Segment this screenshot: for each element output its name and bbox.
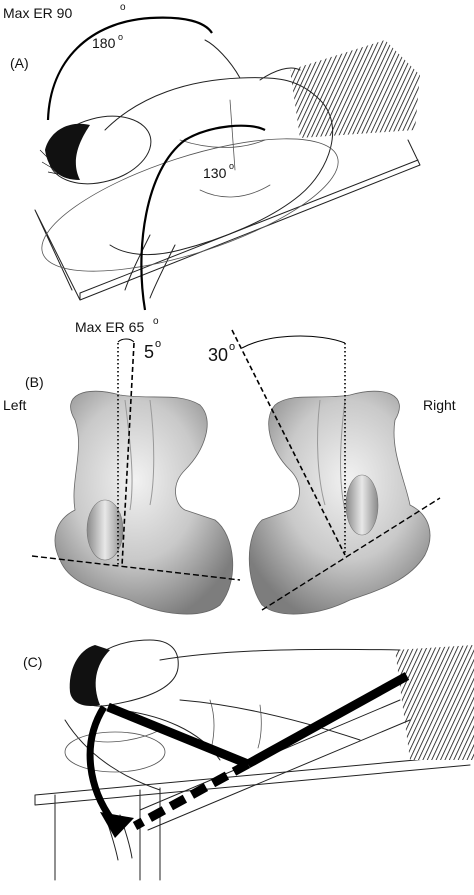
panel-a-label: (A)	[10, 55, 29, 71]
left-angle-arc	[117, 338, 135, 343]
left-epicondyle-line	[31, 555, 241, 581]
right-epicondyle-line	[261, 497, 441, 611]
arc-180	[46, 16, 213, 121]
right-axis-dashed	[231, 329, 346, 556]
max-er-bottom-label: Max ER 65	[75, 319, 144, 335]
max-er-top-degree: o	[120, 2, 126, 13]
arc-180-degree: o	[118, 32, 123, 42]
left-angle-label: 5	[144, 342, 154, 362]
left-angle-degree: o	[155, 338, 161, 350]
bold-line-forearm	[245, 672, 410, 768]
hair-torso-a	[290, 40, 420, 138]
body-outline-a	[104, 39, 334, 255]
panel-c-label: (C)	[23, 654, 42, 670]
right-angle-label: 30	[208, 345, 228, 365]
hair-torso-c	[395, 645, 474, 760]
panel-b: (B) Left Right 5 o 30 o	[3, 329, 456, 615]
head-hair-c	[69, 645, 110, 706]
table-a	[34, 139, 421, 301]
left-axis-dashed	[121, 342, 135, 567]
arc-130	[140, 124, 266, 311]
max-er-bottom-degree: o	[153, 316, 159, 327]
arc-130-degree: o	[229, 161, 234, 171]
bold-dashed-line	[132, 760, 251, 830]
panel-c: (C)	[23, 639, 474, 881]
panel-a: (A) Max ER 90 o 180 o 130 o Max ER 65 o	[3, 2, 421, 335]
arm-a	[124, 234, 176, 299]
body-outline-c	[64, 648, 401, 791]
bold-line-upper	[106, 702, 250, 769]
rotation-arrowhead	[100, 812, 134, 838]
max-er-top-label: Max ER 90	[3, 5, 72, 21]
right-label: Right	[423, 397, 456, 413]
table-c	[34, 754, 471, 881]
arc-180-label: 180	[92, 35, 116, 51]
right-angle-degree: o	[229, 341, 235, 353]
left-humerus	[54, 390, 234, 615]
head-hair-a	[45, 123, 90, 180]
right-humerus	[248, 390, 431, 615]
panel-b-label: (B)	[25, 374, 44, 390]
arc-130-label: 130	[203, 165, 227, 181]
right-angle-arc	[241, 335, 346, 349]
left-label: Left	[3, 397, 26, 413]
rotation-arrow	[86, 705, 115, 823]
